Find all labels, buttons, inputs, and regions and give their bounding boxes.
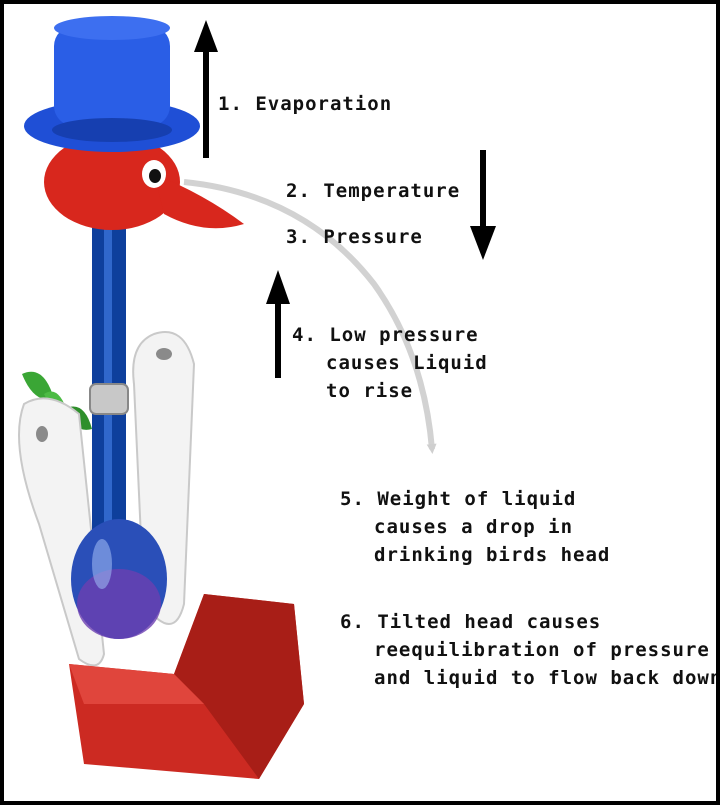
- top-hat: [24, 16, 200, 152]
- step-evaporation-label: 1. Evaporation: [218, 90, 392, 118]
- step-2-text: 2. Temperature: [286, 180, 461, 202]
- step-4-line-1: 4. Low pressure: [292, 324, 479, 346]
- step-5-line-1: 5. Weight of liquid: [340, 488, 577, 510]
- step-5-line-3: drinking birds head: [374, 544, 611, 566]
- step-5-line-2: causes a drop in: [374, 516, 574, 538]
- step-6-line-1: 6. Tilted head causes: [340, 611, 602, 633]
- step-6-line-2: reequilibration of pressure: [374, 639, 710, 661]
- step-6-line-3: and liquid to flow back down.: [374, 667, 716, 689]
- bird-head: [44, 134, 244, 230]
- step-pressure-label: 3. Pressure: [286, 223, 423, 251]
- down-arrow-icon: [470, 150, 496, 260]
- step-tilted-head-label: 6. Tilted head causes reequilibration of…: [340, 608, 716, 692]
- step-weight-label: 5. Weight of liquid causes a drop in dri…: [340, 485, 610, 569]
- step-temperature-label: 2. Temperature: [286, 177, 460, 205]
- up-arrow-icon: [266, 270, 290, 378]
- step-1-text: 1. Evaporation: [218, 93, 393, 115]
- bird-body: [71, 519, 167, 639]
- step-3-text: 3. Pressure: [286, 226, 423, 248]
- drinking-bird-illustration: [18, 16, 496, 779]
- diagram-frame: 1. Evaporation 2. Temperature 3. Pressur…: [4, 4, 716, 801]
- bird-base: [69, 594, 304, 779]
- up-arrow-icon: [194, 20, 218, 158]
- curved-arrow-icon: [183, 179, 437, 454]
- bird-neck: [89, 184, 129, 564]
- step-low-pressure-label: 4. Low pressure causes Liquid to rise: [292, 321, 488, 405]
- step-4-line-3: to rise: [326, 380, 414, 402]
- step-4-line-2: causes Liquid: [326, 352, 488, 374]
